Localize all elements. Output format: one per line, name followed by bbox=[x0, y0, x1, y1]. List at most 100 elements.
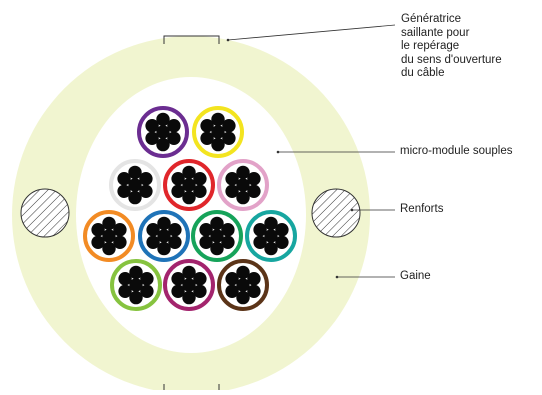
fiber bbox=[129, 278, 143, 292]
fiber bbox=[145, 119, 159, 133]
fiber bbox=[236, 290, 250, 305]
fiber bbox=[117, 184, 131, 198]
fiber bbox=[182, 290, 196, 305]
fiber bbox=[264, 216, 278, 231]
leader-dot bbox=[350, 208, 354, 212]
fiber bbox=[222, 131, 236, 145]
fiber bbox=[211, 125, 225, 139]
fiber bbox=[236, 265, 250, 280]
micromodule-blue bbox=[138, 210, 190, 262]
fiber bbox=[168, 235, 182, 249]
fiber bbox=[199, 235, 213, 249]
fiber bbox=[247, 284, 261, 298]
fiber bbox=[211, 112, 225, 127]
fiber bbox=[139, 184, 153, 198]
fiber bbox=[102, 229, 116, 243]
micromodule-brown bbox=[217, 259, 269, 311]
fiber bbox=[118, 284, 132, 298]
fiber bbox=[236, 178, 250, 192]
fiber bbox=[236, 278, 250, 292]
generatrice-leader-line bbox=[227, 24, 396, 41]
fiber bbox=[156, 125, 170, 139]
fiber bbox=[225, 184, 239, 198]
fiber bbox=[193, 172, 207, 186]
fiber bbox=[247, 172, 261, 186]
fiber bbox=[264, 241, 278, 256]
fiber bbox=[182, 278, 196, 292]
micromodule-red bbox=[163, 159, 215, 211]
micromodule-light-green bbox=[110, 259, 162, 311]
fiber bbox=[167, 119, 181, 133]
fiber bbox=[275, 235, 289, 249]
fiber bbox=[102, 216, 116, 231]
fiber bbox=[221, 223, 235, 237]
fiber bbox=[171, 184, 185, 198]
fiber bbox=[171, 272, 185, 286]
fiber bbox=[91, 223, 105, 237]
micromodule-green bbox=[191, 210, 243, 262]
fiber bbox=[168, 223, 182, 237]
fiber bbox=[118, 272, 132, 286]
generatrice-label-line: du sens d'ouverture bbox=[401, 53, 502, 66]
micromodule-turquoise bbox=[245, 210, 297, 262]
generatrice-top-bracket bbox=[163, 35, 220, 44]
fiber bbox=[182, 265, 196, 280]
fiber bbox=[225, 272, 239, 286]
fiber bbox=[145, 131, 159, 145]
generatrice-label-line: saillante pour bbox=[401, 26, 470, 39]
fiber bbox=[193, 272, 207, 286]
renfort-hatched-circle bbox=[311, 188, 361, 238]
fiber bbox=[171, 284, 185, 298]
generatrice-label-line: du câble bbox=[401, 67, 445, 80]
fiber bbox=[275, 223, 289, 237]
fiber bbox=[129, 290, 143, 305]
micromodule-label: micro-module souples bbox=[400, 145, 513, 157]
fiber bbox=[157, 216, 171, 231]
fiber bbox=[182, 178, 196, 192]
leader-dot bbox=[276, 150, 280, 154]
fiber bbox=[146, 223, 160, 237]
fiber bbox=[210, 241, 224, 256]
fiber bbox=[225, 284, 239, 298]
leader-dot bbox=[226, 38, 230, 42]
fiber bbox=[139, 172, 153, 186]
fiber bbox=[200, 119, 214, 133]
fiber bbox=[146, 235, 160, 249]
micromodule-yellow bbox=[192, 106, 244, 158]
fiber bbox=[221, 235, 235, 249]
micromodule-orange bbox=[83, 210, 135, 262]
micromodule-violet bbox=[163, 259, 215, 311]
fiber bbox=[171, 172, 185, 186]
generatrice-label-line: le repérage bbox=[401, 40, 460, 53]
fiber bbox=[210, 229, 224, 243]
fiber bbox=[167, 131, 181, 145]
fiber bbox=[113, 223, 127, 237]
gaine-label: Gaine bbox=[400, 270, 431, 282]
fiber bbox=[129, 265, 143, 280]
fiber bbox=[140, 272, 154, 286]
fiber bbox=[199, 223, 213, 237]
fiber bbox=[157, 241, 171, 256]
renfort-hatched-circle bbox=[20, 188, 70, 238]
generatrice-label: Génératrice saillante pour le repérage d… bbox=[401, 13, 502, 81]
fiber bbox=[157, 229, 171, 243]
fiber bbox=[91, 235, 105, 249]
fiber bbox=[236, 165, 250, 180]
leader-dot bbox=[335, 275, 339, 279]
fiber bbox=[156, 112, 170, 127]
fiber bbox=[128, 165, 142, 180]
fiber bbox=[264, 229, 278, 243]
fiber bbox=[247, 272, 261, 286]
fiber bbox=[117, 172, 131, 186]
fiber bbox=[193, 184, 207, 198]
fiber bbox=[211, 137, 225, 152]
fiber bbox=[182, 190, 196, 205]
fiber bbox=[140, 284, 154, 298]
fiber bbox=[222, 119, 236, 133]
micromodule-purple bbox=[137, 106, 189, 158]
micromodule-pink bbox=[217, 159, 269, 211]
fiber bbox=[193, 284, 207, 298]
fiber bbox=[253, 223, 267, 237]
